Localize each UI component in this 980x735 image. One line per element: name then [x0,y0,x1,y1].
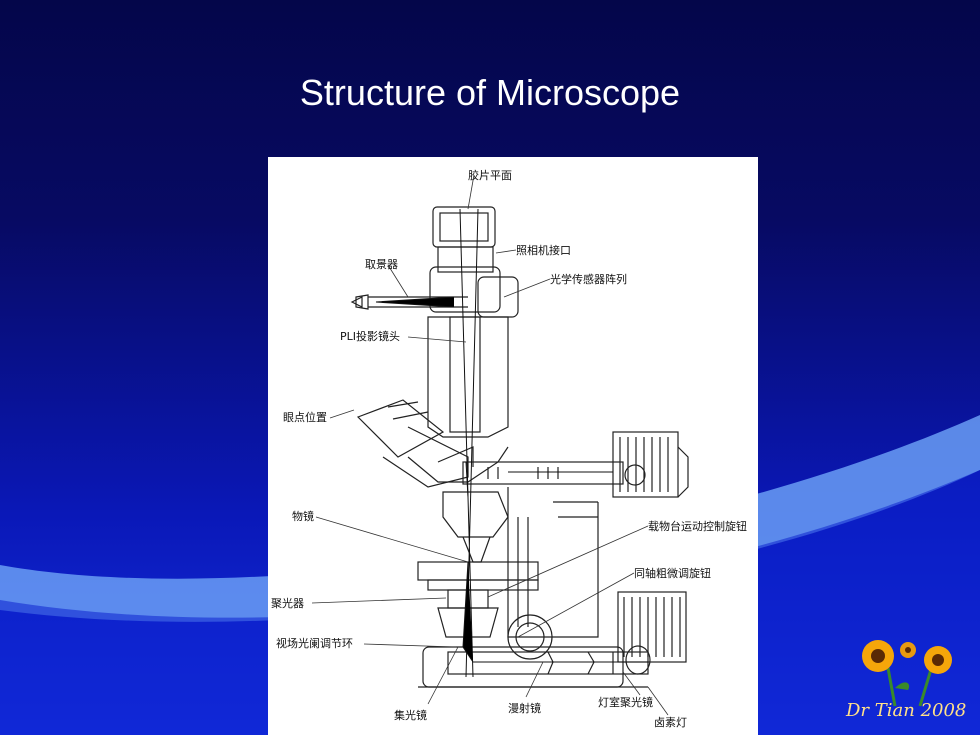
label-diffuser: 漫射镜 [508,702,541,715]
label-field-diaphragm-ring: 视场光阑调节环 [276,637,353,650]
label-viewfinder: 取景器 [365,258,398,271]
label-halogen-lamp: 卤素灯 [654,716,687,729]
label-eyepoint-position: 眼点位置 [283,411,327,424]
label-lamphouse-condenser: 灯室聚光镜 [598,696,653,709]
label-stage-motion-knob: 载物台运动控制旋钮 [648,520,747,533]
sunflower-icon [862,640,952,707]
label-condenser: 聚光器 [271,597,304,610]
label-coaxial-focus-knob: 同轴粗微调旋钮 [634,567,711,580]
microscope-drawing [311,174,689,716]
slide-title: Structure of Microscope [299,72,681,113]
label-optical-sensor-array: 光学传感器阵列 [550,273,627,286]
label-pli-projection-lens: PLI投影镜头 [340,330,401,343]
signature: Dr Tian 2008 [846,700,967,721]
label-objective: 物镜 [292,510,314,523]
label-collector-lens: 集光镜 [394,709,427,722]
microscope-diagram: 胶片平面 照相机接口 取景器 光学传感器阵列 PLI投影镜头 眼点位置 物镜 载… [268,157,758,735]
label-camera-port: 照相机接口 [516,244,571,257]
label-film-plane: 胶片平面 [468,169,512,182]
